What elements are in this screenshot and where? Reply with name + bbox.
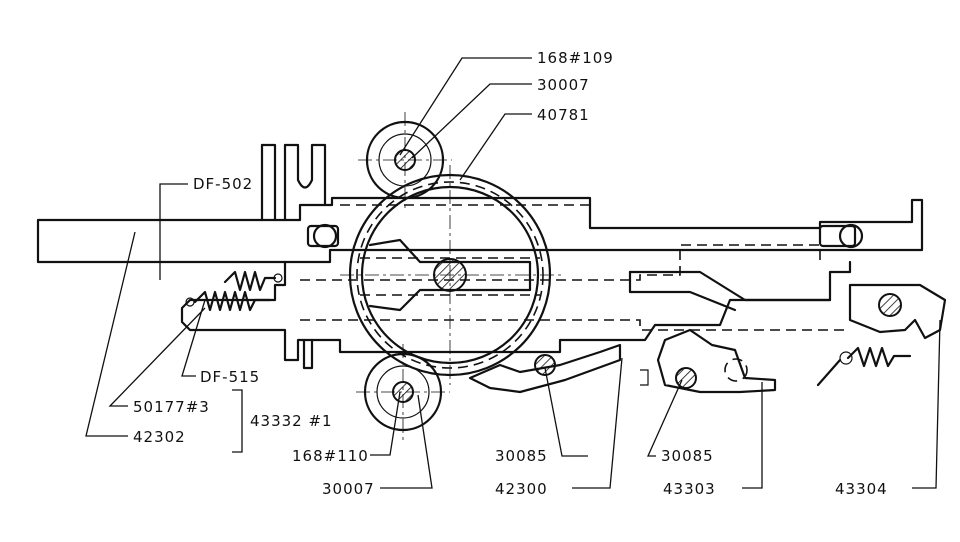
center-pivot <box>433 258 467 292</box>
spring-df-515 <box>185 290 272 312</box>
lower-lever-42300 <box>468 343 649 394</box>
left-slide-roller <box>306 223 340 249</box>
left-vertical-plate <box>260 143 327 222</box>
lever-43303 <box>656 328 777 394</box>
right-spring <box>816 346 912 387</box>
top-roller-168-109 <box>358 112 452 208</box>
label-43303: 43303 <box>663 480 716 498</box>
center-plate <box>180 244 852 370</box>
label-42300: 42300 <box>495 480 548 498</box>
label-30085-left: 30085 <box>495 447 548 465</box>
label-50177-3: 50177#3 <box>133 398 210 416</box>
label-168-110: 168#110 <box>292 447 369 465</box>
label-df-502: DF-502 <box>193 175 253 193</box>
leader-lines <box>85 57 941 489</box>
label-40781: 40781 <box>537 106 590 124</box>
label-43332-1: 43332 #1 <box>250 412 333 430</box>
right-slide-roller <box>818 223 864 249</box>
latch-43304 <box>848 283 947 340</box>
label-43304: 43304 <box>835 480 888 498</box>
label-168-109: 168#109 <box>537 49 614 67</box>
label-42302: 42302 <box>133 428 186 446</box>
label-30007-bottom: 30007 <box>322 480 375 498</box>
spring-df-502 <box>223 270 283 292</box>
label-df-515: DF-515 <box>200 368 260 386</box>
bottom-roller-168-110 <box>356 344 450 440</box>
label-30085-right: 30085 <box>661 447 714 465</box>
label-30007-top: 30007 <box>537 76 590 94</box>
part-labels: 168#109 30007 40781 DF-502 DF-515 50177#… <box>133 49 888 498</box>
main-slide-bar <box>36 196 924 264</box>
